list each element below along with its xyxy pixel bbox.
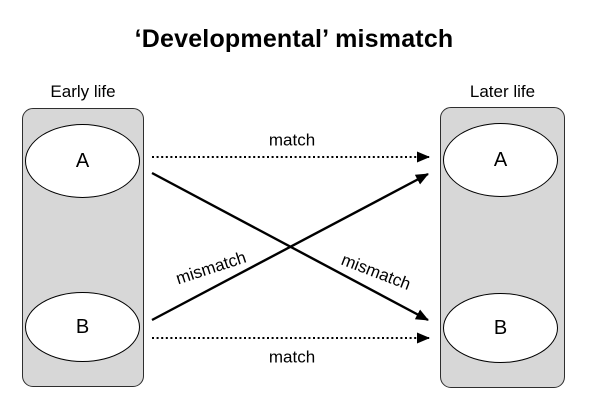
node-early-a: A — [25, 124, 140, 198]
node-early-b: B — [25, 292, 140, 362]
node-later-b-label: B — [493, 316, 508, 339]
later-life-column-label: Later life — [469, 82, 536, 101]
node-later-b: B — [443, 293, 558, 363]
node-later-a: A — [443, 123, 558, 197]
match-label-top: match — [268, 130, 316, 150]
diagram-title: ‘Developmental’ mismatch — [134, 25, 454, 53]
mismatch-label-left: mismatch — [173, 247, 249, 289]
early-life-column-label: Early life — [50, 82, 116, 101]
mismatch-label-right: mismatch — [338, 250, 414, 294]
node-later-a-label: A — [493, 148, 508, 171]
arrow-mismatch-early-a-to-later-b — [151, 171, 429, 322]
match-label-bottom: match — [268, 347, 316, 367]
arrow-mismatch-early-b-to-later-a — [151, 172, 429, 322]
node-early-a-label: A — [75, 149, 90, 172]
node-early-b-label: B — [75, 315, 90, 338]
